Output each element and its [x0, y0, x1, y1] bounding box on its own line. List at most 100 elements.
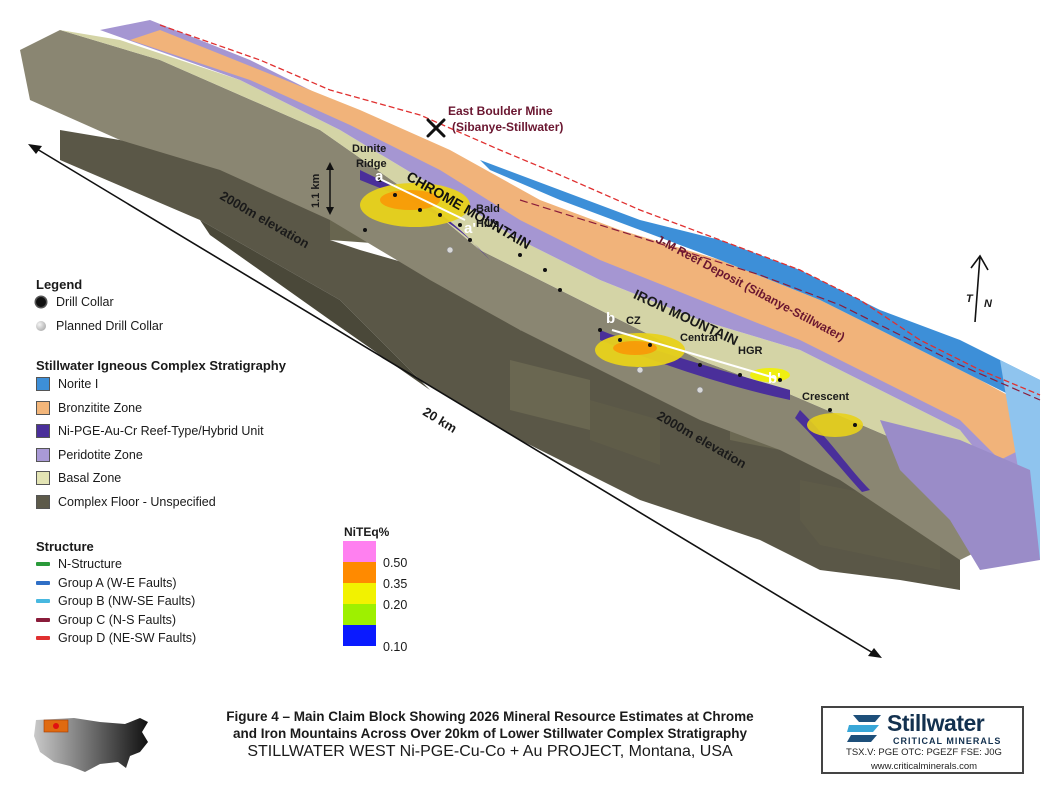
structure-label: Group B (NW-SE Faults) — [58, 594, 196, 608]
structure-label: Group D (NE-SW Faults) — [58, 631, 197, 645]
structure-line-swatch — [36, 599, 50, 603]
bald-hills-label-2: Hills — [476, 218, 500, 230]
grade-scale-swatch — [343, 604, 376, 625]
height-marker-label: 1.1 km — [310, 173, 322, 208]
drill-collars — [363, 178, 857, 427]
cz-label: CZ — [626, 315, 641, 327]
north-label: N — [984, 298, 992, 310]
height-marker-bottom-arrow — [326, 207, 334, 215]
distance-arrow-line — [31, 145, 879, 657]
complex-floor-shadow-face — [200, 220, 430, 390]
structure-item: Group B (NW-SE Faults) — [36, 594, 195, 608]
stratigraphy-swatch — [36, 494, 50, 509]
mine-label: East Boulder Mine — [448, 104, 553, 118]
complex-floor-top — [20, 30, 1000, 560]
grade-scale-label: 0.20 — [383, 597, 408, 612]
stratigraphy-label: Complex Floor - Unspecified — [58, 494, 216, 509]
hgr-label: HGR — [738, 345, 763, 357]
company-logo-box: Stillwater CRITICAL MINERALS TSX.V: PGE … — [821, 706, 1024, 774]
planned-drill-collar-label: Planned Drill Collar — [56, 319, 163, 333]
stratigraphy-swatch — [36, 471, 50, 485]
legend-planned-drill-collar: Planned Drill Collar — [36, 319, 163, 333]
stratigraphy-swatch — [36, 447, 50, 462]
bald-hills-label-1: Bald — [476, 203, 500, 215]
structure-item: Group C (N-S Faults) — [36, 613, 176, 627]
central-label: Central — [680, 332, 718, 344]
structure-line-swatch — [36, 562, 50, 566]
structure-label: N-Structure — [58, 557, 122, 571]
section-b-label: b — [606, 310, 616, 327]
logo-subtitle: CRITICAL MINERALS — [893, 736, 1002, 746]
stillwater-logo-icon — [847, 715, 881, 742]
dunite-ridge-label-1: Dunite — [352, 143, 387, 155]
logo-website: www.criticalminerals.com — [870, 761, 978, 772]
structure-item: N-Structure — [36, 557, 122, 571]
section-line-b — [611, 329, 776, 379]
stratigraphy-item: Basal Zone — [36, 471, 121, 485]
peridotite-zone — [100, 20, 1040, 480]
section-b-prime-label: b' — [768, 370, 781, 387]
stratigraphy-label: Ni-PGE-Au-Cr Reef-Type/Hybrid Unit — [58, 424, 264, 438]
planned-drill-collars — [446, 246, 704, 394]
section-line-a — [381, 179, 466, 221]
stratigraphy-swatch — [36, 400, 50, 415]
stratigraphy-swatch — [36, 424, 50, 438]
mine-icon — [426, 118, 446, 138]
height-marker-top-arrow — [326, 162, 334, 170]
distance-arrow-start — [28, 144, 42, 154]
structure-line-swatch — [36, 617, 50, 622]
grade-scale-label: 0.50 — [383, 555, 408, 570]
section-a-prime-label: a' — [464, 220, 476, 237]
cliff-block-b — [510, 360, 590, 430]
structure-line-swatch — [36, 636, 50, 640]
dunite-ridge-label-2: Ridge — [356, 158, 387, 170]
true-north-label: T — [966, 293, 973, 305]
grade-scale-item: 0.50 — [343, 541, 407, 570]
stratigraphy-item: Complex Floor - Unspecified — [36, 494, 216, 509]
stratigraphy-swatch — [36, 377, 50, 391]
figure-caption: Figure 4 – Main Claim Block Showing 2026… — [170, 708, 810, 762]
caption-line-2: and Iron Mountains Across Over 20km of L… — [232, 726, 748, 741]
drill-collar-icon — [36, 297, 46, 307]
stratigraphy-label: Peridotite Zone — [58, 447, 143, 462]
crescent-label: Crescent — [802, 391, 850, 403]
grade-scale-swatch — [343, 562, 376, 583]
bronzitite-zone — [130, 30, 1040, 460]
grade-scale-swatch — [343, 541, 376, 562]
structure-line-swatch — [36, 580, 50, 585]
stratigraphy-label: Norite I — [58, 377, 99, 391]
fault-group-d — [159, 24, 1041, 396]
grade-scale-label: 0.10 — [383, 639, 408, 654]
stratigraphy-item: Bronzitite Zone — [36, 400, 143, 415]
fault-group-c — [519, 199, 1041, 401]
caption-line-3: STILLWATER WEST Ni-PGE-Cu-Co + Au PROJEC… — [247, 743, 733, 760]
project-location-icon — [53, 723, 59, 729]
stratigraphy-item: Peridotite Zone — [36, 447, 143, 462]
structure-item: Group A (W-E Faults) — [36, 576, 177, 590]
grade-scale-swatch — [343, 625, 376, 646]
grade-scale-swatch — [343, 583, 376, 604]
logo-tickers: TSX.V: PGE OTC: PGEZF FSE: J0G — [846, 747, 1002, 758]
structure-label: Group C (N-S Faults) — [58, 612, 177, 627]
grade-scale-label: 0.35 — [383, 576, 408, 591]
stratigraphy-item: Norite I — [36, 377, 98, 391]
structure-label: Group A (W-E Faults) — [58, 575, 177, 590]
grade-scale-title: NiTEq% — [344, 525, 390, 539]
stratigraphy-item: Ni-PGE-Au-Cr Reef-Type/Hybrid Unit — [36, 424, 264, 438]
peridotite-east-slope — [880, 420, 1040, 570]
legend-drill-collar: Drill Collar — [36, 295, 114, 309]
distance-arrow-end — [868, 648, 882, 658]
basal-zone-strip — [60, 30, 1000, 500]
stratigraphy-label: Bronzitite Zone — [58, 400, 143, 415]
grade-scale-item: 0.35 — [343, 562, 407, 591]
grade-scale-item: 0.10 — [343, 625, 407, 654]
mine-owner-label: (Sibanye-Stillwater) — [452, 120, 564, 134]
norite-zone — [480, 160, 1040, 410]
structure-title: Structure — [36, 539, 94, 554]
cliff-block-c — [590, 400, 660, 465]
stratigraphy-title: Stillwater Igneous Complex Stratigraphy — [36, 358, 286, 373]
logo-name: Stillwater — [887, 710, 985, 736]
grade-scale-item — [343, 604, 383, 625]
planned-drill-collar-icon — [36, 321, 46, 331]
